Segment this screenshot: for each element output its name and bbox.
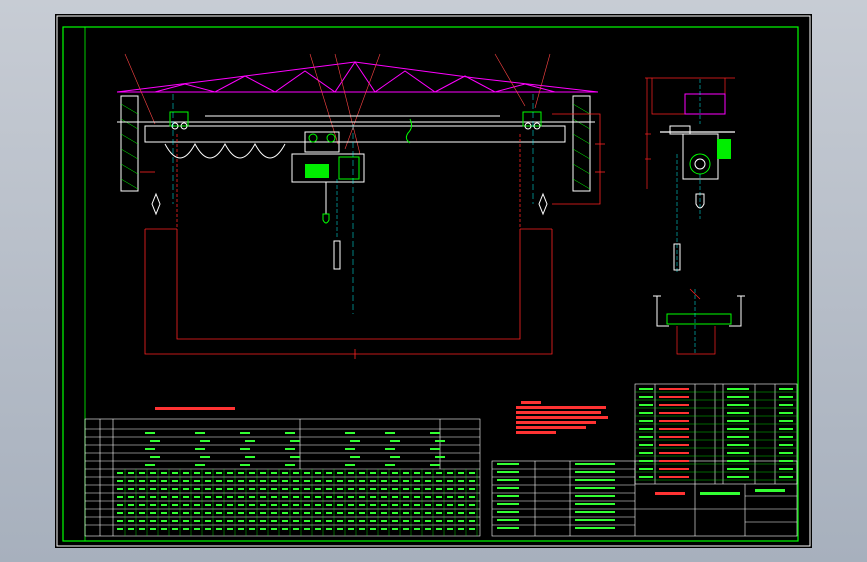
- table-caption: [155, 407, 235, 410]
- end-carriages: [169, 111, 542, 130]
- main-girder: [144, 115, 566, 144]
- title-block-text: [497, 463, 785, 529]
- outer-frame: [56, 15, 811, 547]
- bill-of-materials: [634, 383, 798, 485]
- column-fixtures: [151, 192, 548, 216]
- centerlines: [172, 94, 534, 314]
- technical-notes: [516, 401, 608, 434]
- inner-border: [84, 26, 799, 542]
- drawing-sheet: [55, 14, 812, 548]
- pendant-control: [333, 179, 341, 270]
- parameter-table-values: [117, 432, 475, 530]
- leader-lines: [124, 53, 551, 155]
- front-elevation-view: [116, 53, 605, 359]
- end-detail-view: [653, 288, 745, 355]
- building-columns: [120, 95, 591, 192]
- title-block: [491, 460, 798, 537]
- side-section-view: [645, 77, 735, 274]
- bom-rows: [635, 388, 797, 481]
- parameter-table: [84, 418, 481, 537]
- roof-truss: [116, 61, 599, 93]
- drawing-canvas: [56, 15, 811, 547]
- parameter-table-grid: [124, 469, 478, 536]
- festoon-cable: [164, 142, 286, 159]
- electric-hoist: [291, 131, 365, 224]
- span-dimensions: [140, 113, 605, 359]
